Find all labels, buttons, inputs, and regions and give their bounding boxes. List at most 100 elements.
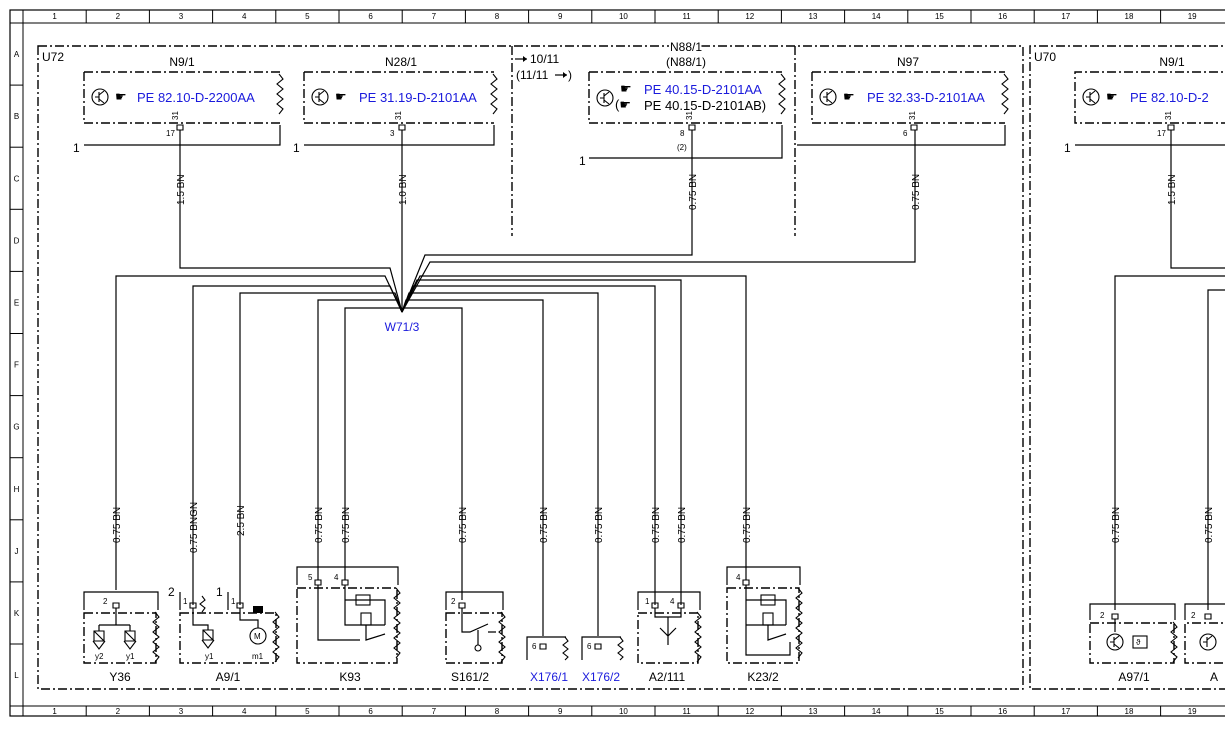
component-partial-right: 2 A xyxy=(1184,603,1225,684)
grid-column-label: 7 xyxy=(432,12,437,21)
grid-column-label: 19 xyxy=(1188,707,1197,716)
svg-text:6: 6 xyxy=(903,129,908,138)
grid-column-label: 1 xyxy=(52,12,57,21)
component-label: S161/2 xyxy=(451,670,489,684)
grid-column-label: 11 xyxy=(682,12,691,21)
svg-text:31: 31 xyxy=(394,111,403,120)
svg-text:y1: y1 xyxy=(126,652,135,661)
svg-text:1: 1 xyxy=(73,141,80,155)
grid-column-label: 3 xyxy=(179,707,184,716)
valve-icon xyxy=(93,630,136,642)
module-ref-link[interactable]: PE 82.10-D-2 xyxy=(1130,90,1209,105)
svg-text:0.75 BN: 0.75 BN xyxy=(112,507,123,543)
svg-text:8: 8 xyxy=(680,129,685,138)
module-n97: N97 ☛ PE 32.33-D-2101AA 31 6 xyxy=(797,55,1009,146)
module-name: N97 xyxy=(897,55,919,69)
svg-text:31: 31 xyxy=(685,111,694,120)
svg-text:0.75 BN: 0.75 BN xyxy=(539,507,550,543)
svg-text:1: 1 xyxy=(579,154,586,168)
grid-column-label: 5 xyxy=(305,707,310,716)
grid-column-label: 1 xyxy=(52,707,57,716)
grid-row-label: J xyxy=(15,547,19,556)
grid-column-label: 5 xyxy=(305,12,310,21)
svg-text:0.75 BN: 0.75 BN xyxy=(594,507,605,543)
svg-text:1: 1 xyxy=(183,597,188,606)
component-label: Y36 xyxy=(109,670,131,684)
svg-text:2: 2 xyxy=(103,597,108,606)
grid-column-label: 3 xyxy=(179,12,184,21)
sensor-icon xyxy=(1132,635,1148,649)
sheet-border xyxy=(9,9,1225,717)
svg-text:0.75 BN: 0.75 BN xyxy=(677,507,688,543)
component-label: A xyxy=(1210,670,1218,684)
grid-row-label: G xyxy=(13,423,19,432)
svg-text:4: 4 xyxy=(670,597,675,606)
grid-row-label: E xyxy=(14,298,19,307)
grid-row-label: D xyxy=(14,236,20,245)
svg-text:M: M xyxy=(254,632,261,641)
svg-text:1.0 BN: 1.0 BN xyxy=(398,174,409,205)
module-n9-1: N9/1 ☛ PE 82.10-D-2200AA 31 17 1 xyxy=(73,55,284,155)
svg-text:1.5 BN: 1.5 BN xyxy=(1167,174,1178,205)
component-link[interactable]: X176/2 xyxy=(582,670,620,684)
svg-text:0.75 BN: 0.75 BN xyxy=(688,174,699,210)
svg-text:y2: y2 xyxy=(95,652,104,661)
grid-column-label: 2 xyxy=(116,12,121,21)
u72-label: U72 xyxy=(42,50,64,64)
grid-row-label: H xyxy=(14,485,20,494)
svg-text:1: 1 xyxy=(231,597,236,606)
grid-column-label: 10 xyxy=(619,12,628,21)
grid-column-label: 14 xyxy=(872,12,881,21)
svg-text:0.75 BN: 0.75 BN xyxy=(742,507,753,543)
ref-from-label: (11/11 xyxy=(516,68,549,82)
splice-w71-3-link[interactable]: W71/3 xyxy=(385,320,420,334)
grid-row-label: K xyxy=(14,609,20,618)
grid-row-label: B xyxy=(14,112,19,121)
component-label: A2/111 xyxy=(649,670,686,684)
svg-text:17: 17 xyxy=(166,129,175,138)
grid-column-label: 18 xyxy=(1125,12,1134,21)
grid-column-label: 8 xyxy=(495,707,500,716)
relay-coil-icon xyxy=(355,594,371,606)
svg-text:(2): (2) xyxy=(677,143,687,152)
svg-text:0.75 BNGN: 0.75 BNGN xyxy=(189,502,200,553)
transistor-icon xyxy=(1082,88,1100,106)
svg-text:17: 17 xyxy=(1157,129,1166,138)
svg-text:2.5 BN: 2.5 BN xyxy=(236,505,247,536)
pointing-hand-icon: ☛ xyxy=(620,81,632,96)
grid-column-label: 17 xyxy=(1061,12,1070,21)
module-n9-1-u70: N9/1 ☛ PE 82.10-D-2 31 17 1 xyxy=(1064,55,1225,155)
wire-labels: 1.5 BN 1.0 BN 0.75 BN 0.75 BN 1.5 BN 0.7… xyxy=(112,174,1215,553)
component-label: A9/1 xyxy=(216,670,241,684)
grid-column-label: 19 xyxy=(1188,12,1197,21)
grid-column-label: 14 xyxy=(872,707,881,716)
svg-text:4: 4 xyxy=(736,573,741,582)
grid-column-label: 7 xyxy=(432,707,437,716)
module-ref-link[interactable]: PE 32.33-D-2101AA xyxy=(867,90,985,105)
svg-text:0.75 BN: 0.75 BN xyxy=(458,507,469,543)
connector-x176-2: 6 X176/2 xyxy=(581,636,624,684)
svg-text:0.75 BN: 0.75 BN xyxy=(651,507,662,543)
component-label: K23/2 xyxy=(747,670,779,684)
switch-icon xyxy=(474,644,482,652)
svg-text:2: 2 xyxy=(1100,611,1105,620)
pointing-hand-icon: ☛ xyxy=(115,89,127,104)
svg-text:0.75 BN: 0.75 BN xyxy=(1204,507,1215,543)
svg-text:31: 31 xyxy=(908,111,917,120)
grid-column-label: 6 xyxy=(368,707,373,716)
module-ref-link[interactable]: PE 40.15-D-2101AA xyxy=(644,82,762,97)
module-ref-link[interactable]: PE 31.19-D-2101AA xyxy=(359,90,477,105)
module-ref-link[interactable]: PE 82.10-D-2200AA xyxy=(137,90,255,105)
grid-column-label: 12 xyxy=(745,707,754,716)
grid-column-label: 15 xyxy=(935,12,944,21)
grid-column-label: 4 xyxy=(242,707,247,716)
grid-column-label: 16 xyxy=(998,12,1007,21)
grid-column-label: 13 xyxy=(809,707,818,716)
svg-text:1: 1 xyxy=(293,141,300,155)
transistor-icon xyxy=(1199,633,1217,651)
svg-text:ϑ: ϑ xyxy=(1136,638,1141,647)
component-a9-1: 2 1 1 1 M y1 m1 A9/1 xyxy=(168,585,280,684)
component-link[interactable]: X176/1 xyxy=(530,670,568,684)
pointing-hand-icon: ☛ xyxy=(843,89,855,104)
